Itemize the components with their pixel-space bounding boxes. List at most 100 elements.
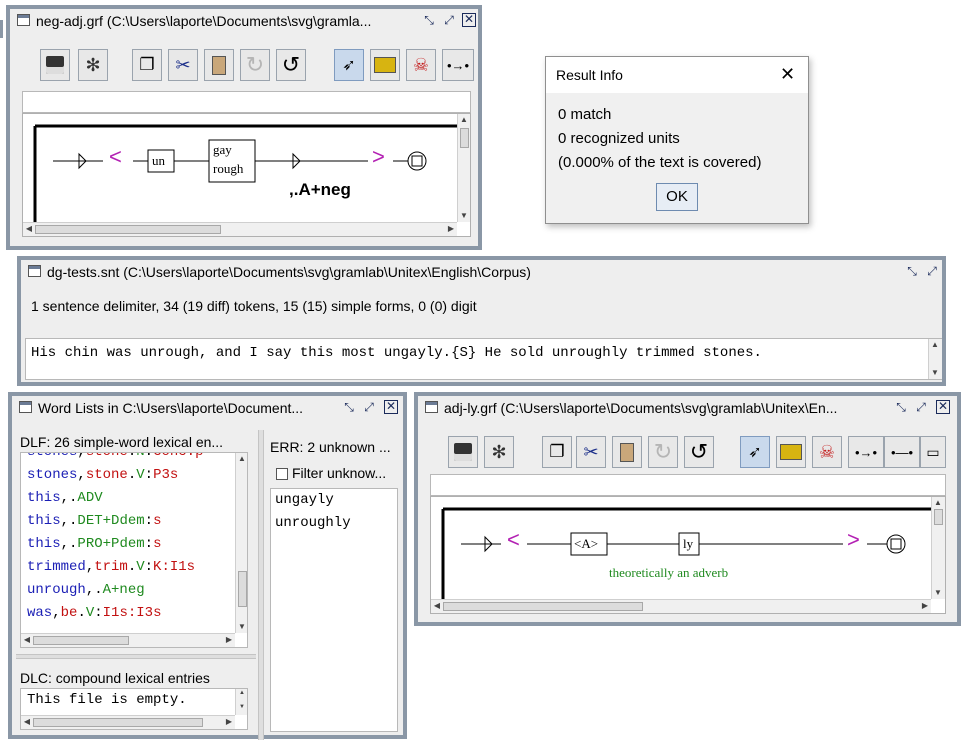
scroll-thumb[interactable] [934,509,943,525]
err-list[interactable]: ungayly unroughly [270,488,398,732]
adj-ly-graph-window[interactable]: adj-ly.grf (C:\Users\laporte\Documents\s… [414,392,961,626]
text-window[interactable]: dg-tests.snt (C:\Users\laporte\Documents… [17,256,946,386]
copy-button[interactable]: ❐ [542,436,572,468]
link-tool-button[interactable]: •→• [442,49,474,81]
redo-button[interactable]: ↻ [240,49,270,81]
dlf-list[interactable]: stones,stone.N:Conc:p stones,stone.V:P3s t… [20,452,248,648]
dlf-entry[interactable]: unrough,.A+neg [27,582,145,598]
scroll-right-icon[interactable]: ▶ [921,601,929,610]
vertical-scrollbar[interactable]: ▲ ▼ [457,114,470,222]
graph-box-ly[interactable]: ly [683,536,694,551]
result-info-dialog[interactable]: Result Info ✕ 0 match 0 recognized units… [545,56,809,224]
err-entry[interactable]: unroughly [275,515,351,531]
create-box-button[interactable] [776,436,806,468]
maximize-button[interactable]: ⤢ [364,400,374,414]
box-text-field[interactable] [430,474,946,496]
err-entry[interactable]: ungayly [275,492,334,508]
create-box-button[interactable] [370,49,400,81]
iconify-button[interactable]: ⤡ [907,264,917,278]
paste-button[interactable] [612,436,642,468]
cut-button[interactable]: ✂ [168,49,198,81]
comment-button[interactable]: ▭ [920,436,946,468]
dialog-title-bar[interactable]: Result Info ✕ [546,57,808,93]
scroll-thumb[interactable] [238,571,247,607]
redo-button[interactable]: ↻ [648,436,678,468]
close-button[interactable]: ✕ [936,399,950,414]
graph-box-rough[interactable]: rough [213,161,244,176]
select-tool-button[interactable]: ➶ [334,49,364,81]
title-bar[interactable]: neg-adj.grf (C:\Users\laporte\Documents\… [10,9,478,33]
scroll-left-icon[interactable]: ◀ [433,601,441,610]
scroll-right-icon[interactable]: ▶ [225,635,233,644]
title-bar[interactable]: adj-ly.grf (C:\Users\laporte\Documents\s… [418,396,957,420]
split-divider[interactable] [258,430,264,740]
dialog-close-icon[interactable]: ✕ [780,64,796,84]
maximize-button[interactable]: ⤢ [927,264,937,278]
scroll-up-icon[interactable]: ▲ [934,498,942,507]
close-button[interactable]: ✕ [462,12,476,27]
cut-button[interactable]: ✂ [576,436,606,468]
dlf-entry[interactable]: this,.ADV [27,490,103,506]
box-text-field[interactable] [22,91,471,113]
horizontal-scrollbar[interactable]: ◀ ▶ [21,715,235,729]
scroll-thumb[interactable] [33,718,203,727]
graph-canvas[interactable]: < un gay rough > ,.A+neg ▲ ▼ ◀ ▶ [22,113,471,237]
maximize-button[interactable]: ⤢ [916,400,926,414]
graph-canvas[interactable]: < <A> ly > theoretically an adverb ▲ ▼ ◀… [430,496,946,614]
scroll-down-icon[interactable]: ▼ [238,622,246,631]
scroll-down-icon[interactable]: ▼ [931,368,939,377]
scroll-down-icon[interactable]: ▼ [934,588,942,597]
filter-unknown-label[interactable]: Filter unknow... [292,465,387,481]
graph-box-A[interactable]: <A> [574,536,599,551]
dlf-entry[interactable]: stones,stone.N:Conc:p [27,452,204,460]
scroll-right-icon[interactable]: ▶ [225,717,233,726]
scroll-up-icon[interactable]: ▲ [460,115,468,124]
horizontal-split-divider[interactable] [16,654,256,659]
iconify-button[interactable]: ⤡ [424,13,434,27]
dlf-entry[interactable]: trimmed,trim.V:K:I1s [27,559,196,575]
scroll-thumb[interactable] [460,128,469,148]
iconify-button[interactable]: ⤡ [344,400,354,414]
dlf-entry[interactable]: stones,stone.V:P3s [27,467,179,483]
scroll-up-icon[interactable]: ▲ [238,454,246,463]
scroll-up-icon[interactable]: ▲ [239,690,245,696]
save-button[interactable] [40,49,70,81]
vertical-scrollbar[interactable]: ▲ ▼ [235,689,247,715]
scroll-down-icon[interactable]: ▼ [239,704,245,710]
paste-button[interactable] [204,49,234,81]
vertical-scrollbar[interactable]: ▲ ▼ [931,497,945,599]
horizontal-scrollbar[interactable]: ◀ ▶ [431,599,931,613]
dlf-entry[interactable]: this,.DET+Ddem:s [27,513,162,529]
title-bar[interactable]: dg-tests.snt (C:\Users\laporte\Documents… [21,260,942,284]
scroll-right-icon[interactable]: ▶ [447,224,455,233]
graph-box-gay[interactable]: gay [213,142,232,157]
kill-box-button[interactable]: ☠ [406,49,436,81]
scroll-thumb[interactable] [443,602,643,611]
filter-unknown-checkbox[interactable] [276,468,288,480]
scroll-left-icon[interactable]: ◀ [23,635,31,644]
scroll-up-icon[interactable]: ▲ [931,340,939,349]
undo-button[interactable]: ↺ [276,49,306,81]
link-tool-button[interactable]: •→• [848,436,884,468]
dlf-entry[interactable]: was,be.V:I1s:I3s [27,605,162,621]
reverse-link-button[interactable]: •—• [884,436,920,468]
graph-box-un[interactable]: un [152,153,165,168]
compile-button[interactable]: ✻ [484,436,514,468]
scroll-thumb[interactable] [33,636,129,645]
iconify-button[interactable]: ⤡ [896,400,906,414]
scroll-left-icon[interactable]: ◀ [25,224,33,233]
save-button[interactable] [448,436,478,468]
scroll-down-icon[interactable]: ▼ [460,211,468,220]
select-tool-button[interactable]: ➶ [740,436,770,468]
vertical-scrollbar[interactable]: ▲ ▼ [235,453,247,633]
ok-button[interactable]: OK [656,183,698,211]
scroll-left-icon[interactable]: ◀ [23,717,31,726]
scroll-thumb[interactable] [35,225,221,234]
close-button[interactable]: ✕ [384,399,398,414]
corpus-text[interactable]: His chin was unrough, and I say this mos… [31,345,762,361]
kill-box-button[interactable]: ☠ [812,436,842,468]
horizontal-scrollbar[interactable]: ◀ ▶ [23,222,457,236]
dlc-list[interactable]: This file is empty. ▲ ▼ ◀ ▶ [20,688,248,730]
text-area[interactable]: His chin was unrough, and I say this mos… [25,338,942,380]
dlf-entry[interactable]: this,.PRO+Pdem:s [27,536,162,552]
